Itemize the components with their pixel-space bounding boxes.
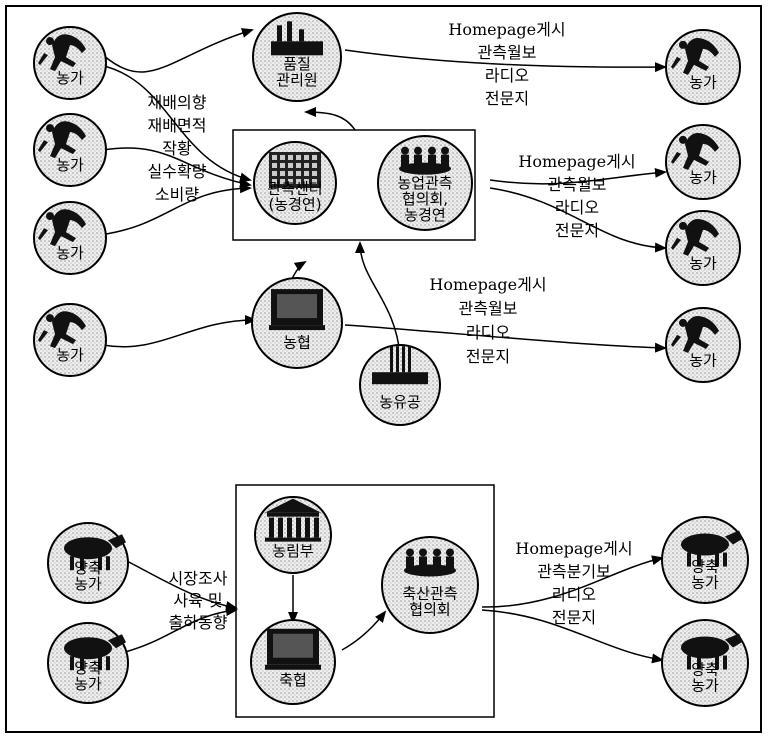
arrow-livestockfarm1-box: [124, 559, 238, 611]
arrow-quality-farm: [344, 49, 667, 73]
government-building-icon: [265, 498, 321, 542]
computer-icon: [265, 628, 321, 670]
node-label: 농가: [689, 74, 717, 92]
node-label: 농가: [689, 169, 717, 187]
crop-outlook-box: [232, 129, 476, 241]
node-label: 농가: [689, 352, 717, 370]
node-label: 농가: [56, 244, 84, 262]
cow-icon: [681, 530, 743, 567]
node-mafra: 농림부: [254, 496, 332, 574]
node-label: 농협: [283, 333, 311, 351]
node-farm-right-4: 농가: [665, 307, 741, 383]
farmer-icon: [38, 34, 86, 72]
node-dairy: 농유공: [359, 344, 441, 426]
arrow-livestockfarm2-box: [124, 606, 238, 653]
node-label: 농림부: [272, 542, 314, 560]
arrow-farm1-center: [99, 64, 252, 183]
cow-icon: [64, 534, 126, 571]
flow-arrows: [99, 28, 667, 664]
node-farm-left-4: 농가: [33, 303, 107, 377]
arrow-farm1-quality: [102, 28, 254, 73]
node-farm-left-3: 농가: [33, 201, 107, 275]
farmer-icon: [671, 37, 719, 75]
farmer-icon: [38, 121, 86, 159]
arrow-council-livestockfarm2: [481, 609, 664, 664]
node-farm-right-2: 농가: [665, 124, 741, 200]
node-label: 농가: [689, 255, 717, 273]
arrow-council-livestockfarm1: [481, 555, 664, 608]
meeting-icon: [399, 146, 451, 175]
node-livestock-coop: 축협: [250, 619, 336, 705]
node-farm-right-3: 농가: [665, 210, 741, 286]
plant-icon: [372, 346, 428, 385]
farmer-icon: [671, 132, 719, 170]
computer-icon: [269, 289, 325, 331]
node-circle: [661, 516, 749, 604]
cow-icon: [64, 634, 126, 671]
node-label: 농가: [56, 156, 84, 174]
node-circle: [359, 344, 441, 426]
node-farm-right-1: 농가: [665, 29, 741, 105]
node-label: 관측센터(농경연): [267, 179, 322, 213]
node-farm-left-2: 농가: [33, 113, 107, 187]
node-circle: [661, 619, 749, 707]
arrow-coop-council: [341, 610, 387, 651]
arrow-center-quality: [304, 107, 356, 131]
farmer-icon: [38, 311, 86, 349]
arrow-dairy-box: [355, 241, 401, 356]
arrow-farm4-nonghyup: [102, 315, 257, 348]
meeting-icon: [404, 548, 456, 577]
arrow-nonghyup-farm: [344, 324, 667, 353]
arrow-farm3-center: [99, 183, 252, 236]
diagram-frame: [5, 5, 762, 733]
building-icon: [269, 151, 321, 188]
cow-icon: [681, 633, 743, 670]
node-circle: [252, 12, 342, 102]
farmer-icon: [671, 315, 719, 353]
arrow-farm2-center: [102, 147, 252, 188]
node-outlook-center: 관측센터(농경연): [253, 141, 337, 225]
node-label: 농가: [56, 69, 84, 87]
factory-icon: [271, 21, 323, 56]
node-label: 농가: [56, 346, 84, 364]
node-nonghyup: 농협: [251, 277, 343, 369]
arrow-council-farm-b: [489, 187, 667, 253]
node-label: 농유공: [379, 393, 420, 411]
arrow-council-farm-a: [489, 167, 667, 185]
livestock-outlook-box: [235, 484, 495, 718]
farmer-icon: [671, 218, 719, 256]
node-label: 축협: [279, 671, 307, 689]
node-farm-left-1: 농가: [33, 26, 107, 100]
farmer-icon: [38, 209, 86, 247]
